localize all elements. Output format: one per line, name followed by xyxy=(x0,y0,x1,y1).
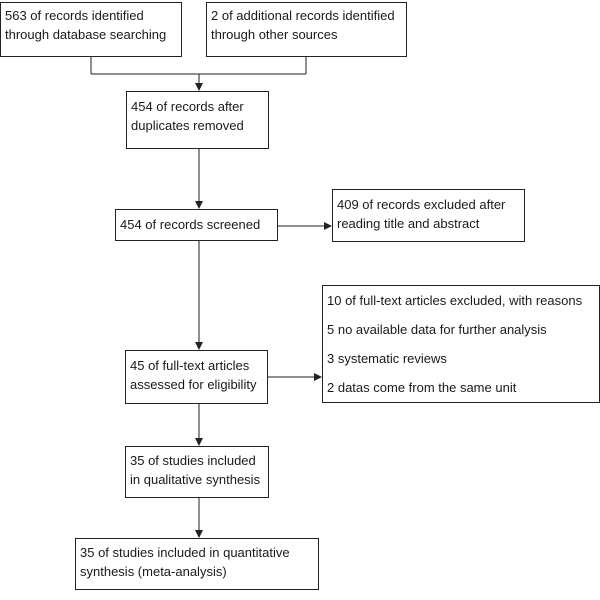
box-text-line: 35 of studies included xyxy=(130,453,256,468)
full-text-excluded-box: 10 of full-text articles excluded, with … xyxy=(322,285,600,403)
box-text-line: synthesis (meta-analysis) xyxy=(80,564,227,579)
quantitative-synthesis-box: 35 of studies included in quantitative s… xyxy=(75,538,319,590)
records-other-sources-box: 2 of additional records identified throu… xyxy=(206,2,407,57)
box-text-line: 2 datas come from the same unit xyxy=(327,380,517,395)
box-text-line: 454 of records after xyxy=(131,99,244,114)
box-text-line: 3 systematic reviews xyxy=(327,351,447,366)
records-screened-box: 454 of records screened xyxy=(115,209,278,241)
qualitative-synthesis-box: 35 of studies included in qualitative sy… xyxy=(125,446,269,498)
box-text-line: duplicates removed xyxy=(131,118,244,133)
box-text-line: 5 no available data for further analysis xyxy=(327,322,547,337)
box-text-line: 454 of records screened xyxy=(120,217,261,232)
full-text-assessed-box: 45 of full-text articles assessed for el… xyxy=(125,350,268,404)
duplicates-removed-box: 454 of records after duplicates removed xyxy=(126,91,269,149)
box-text-line: 10 of full-text articles excluded, with … xyxy=(327,293,583,308)
box-text-line: 45 of full-text articles xyxy=(130,358,250,373)
box-text-line: assessed for eligibility xyxy=(130,377,257,392)
box-text-line: reading title and abstract xyxy=(337,216,480,231)
box-text-line: through other sources xyxy=(211,27,338,42)
box-text-line: in qualitative synthesis xyxy=(130,472,261,487)
records-database-box: 563 of records identified through databa… xyxy=(0,2,182,57)
box-text-line: 563 of records identified xyxy=(5,8,144,23)
box-text-line: through database searching xyxy=(5,27,167,42)
box-text-line: 409 of records excluded after xyxy=(337,197,506,212)
records-excluded-box: 409 of records excluded after reading ti… xyxy=(332,189,525,242)
box-text-line: 35 of studies included in quantitative xyxy=(80,545,290,560)
box-text-line: 2 of additional records identified xyxy=(211,8,395,23)
